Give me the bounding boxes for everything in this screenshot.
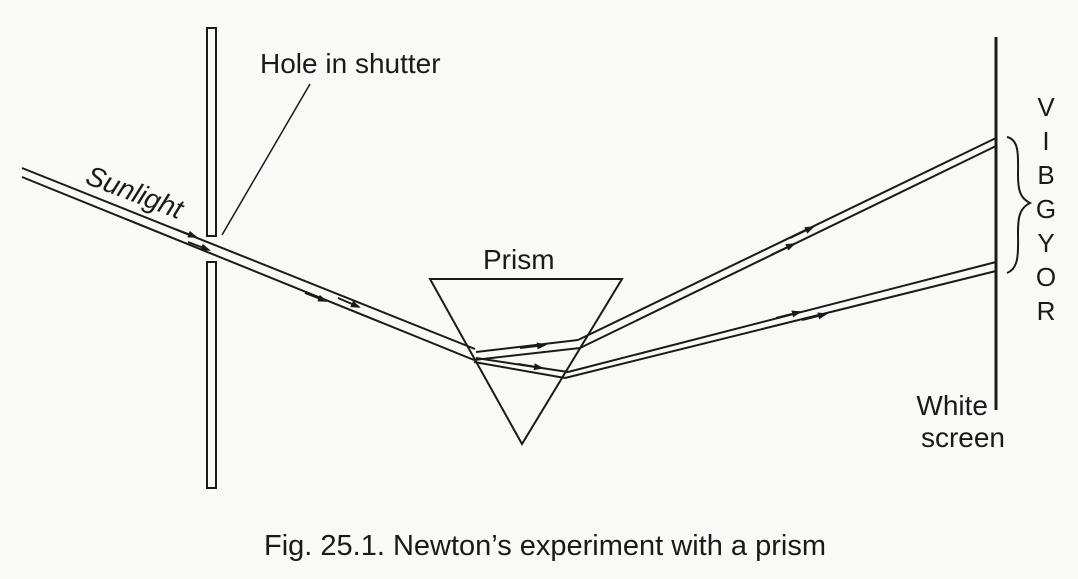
shutter-lower [206,261,217,489]
spectrum-letter-g: G [1036,194,1056,224]
red-arrow-2 [801,312,828,321]
spectrum-brace [1006,136,1033,274]
incoming-arrow-2 [187,241,211,251]
spectrum-letter-r: R [1037,296,1056,326]
screen-label-line2: screen [921,422,1005,453]
red-ray-bottom [564,270,997,379]
spectrum-letter-i: I [1042,126,1049,156]
shutter-upper [206,27,217,237]
internal-arrow-2 [517,363,544,371]
spectrum-letters: V I B G Y O R [1036,92,1056,326]
internal-ray-1 [475,339,579,353]
red-arrow-1 [775,310,802,319]
internal-ray-4 [473,361,566,379]
incoming-arrow-3 [304,292,328,302]
hole-leader-line [221,83,311,236]
spectrum-letter-b: B [1037,160,1054,190]
violet-ray-top [577,137,997,341]
prism [428,278,624,446]
figure-caption: Fig. 25.1. Newton’s experiment with a pr… [264,530,826,562]
prism-label: Prism [483,244,555,275]
sunlight-ray-top [21,167,476,350]
violet-arrow-2 [770,243,796,256]
screen-label-line1: White [916,390,988,421]
spectrum-letter-o: O [1036,262,1056,292]
hole-label: Hole in shutter [260,48,441,79]
violet-arrow-1 [789,226,815,239]
spectrum-letter-v: V [1037,92,1055,122]
sunlight-label: Sunlight [82,160,189,226]
incoming-arrow-4 [337,297,361,308]
sunlight-ray-bottom [21,176,475,361]
incoming-arrow-1 [174,228,198,238]
internal-arrow-1 [519,342,547,350]
spectrum-letter-y: Y [1037,228,1054,258]
internal-ray-3 [473,347,581,361]
